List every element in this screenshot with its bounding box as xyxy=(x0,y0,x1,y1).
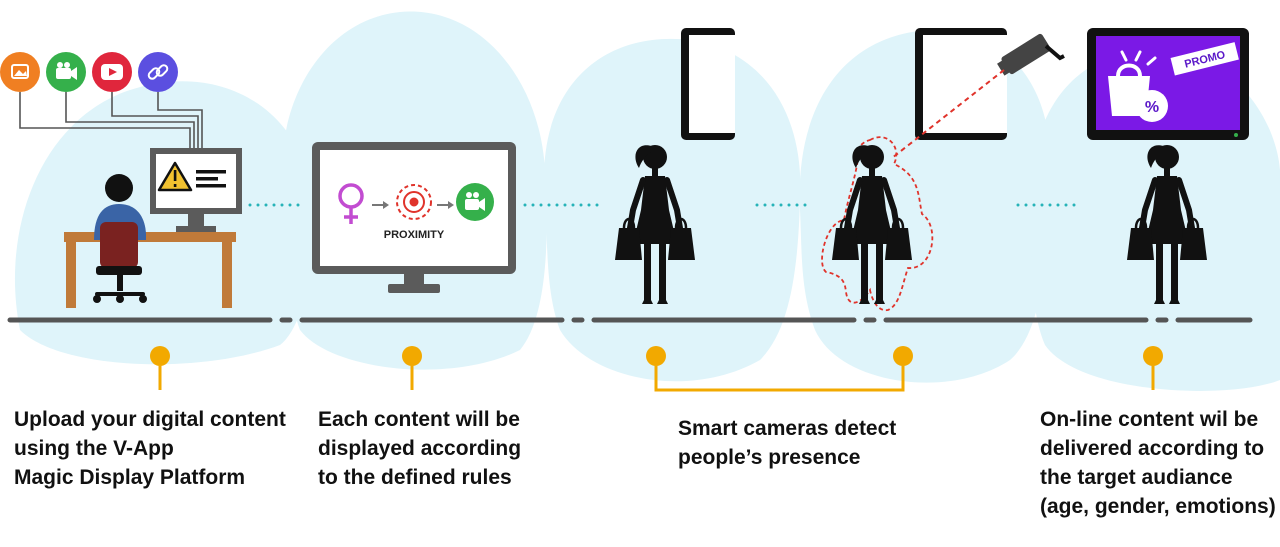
caption-line: On-line content wil be xyxy=(1040,408,1259,431)
person-at-desk xyxy=(93,174,147,303)
arrow-icon xyxy=(437,201,454,209)
step-3-caption: Smart cameras detect people’s presence xyxy=(678,414,896,472)
step-2-caption: Each content will be displayed according… xyxy=(318,405,521,492)
sparkle-lines xyxy=(1120,50,1157,66)
caption-line: the target audiance xyxy=(1040,466,1233,489)
step-1-caption: Upload your digital content using the V-… xyxy=(14,405,286,492)
caption-line: people’s presence xyxy=(678,446,861,469)
caption-line: (age, gender, emotions) xyxy=(1040,495,1276,518)
marker-step-2 xyxy=(402,346,422,390)
image-icon xyxy=(0,52,40,92)
video-camera-icon xyxy=(456,183,494,221)
step-presence-illustration xyxy=(615,28,735,304)
caption-line: Each content will be xyxy=(318,408,520,431)
caption-line: Magic Display Platform xyxy=(14,466,246,489)
detection-outline xyxy=(821,136,934,312)
caption-line: using the V-App xyxy=(14,437,174,460)
discount-badge-icon: % xyxy=(1136,90,1168,122)
upload-connector-lines xyxy=(19,92,203,148)
warning-icon xyxy=(157,161,193,192)
display-screen-off xyxy=(681,28,735,140)
step-detection-illustration xyxy=(821,28,1065,312)
desk xyxy=(64,232,236,308)
step-rules-illustration: PROXIMITY xyxy=(312,142,516,293)
security-camera-icon xyxy=(997,33,1065,76)
marker-step-3-bracket xyxy=(646,346,913,392)
proximity-label: PROXIMITY xyxy=(384,229,445,241)
arrow-icon xyxy=(372,201,389,209)
desktop-monitor xyxy=(150,148,242,232)
female-symbol-icon xyxy=(338,183,364,224)
promo-display: % PROMO xyxy=(1087,28,1249,140)
proximity-target-icon xyxy=(396,184,432,220)
step-upload-illustration xyxy=(0,52,242,308)
step-4-caption: On-line content wil be delivered accordi… xyxy=(1040,405,1276,521)
link-icon xyxy=(138,52,178,92)
camera-detection-beam xyxy=(891,69,1005,159)
youtube-icon xyxy=(92,52,132,92)
marker-step-1 xyxy=(150,346,170,390)
caption-line: to the defined rules xyxy=(318,466,512,489)
caption-line: delivered according to xyxy=(1040,437,1265,460)
video-camera-icon xyxy=(46,52,86,92)
step-markers xyxy=(150,346,1163,392)
svg-text:%: % xyxy=(1145,99,1159,116)
caption-line: displayed according xyxy=(318,437,522,460)
caption-line: Upload your digital content xyxy=(14,408,286,431)
display-screen-off xyxy=(915,28,1007,140)
content-type-icons xyxy=(0,52,178,92)
promo-ribbon: PROMO xyxy=(1170,42,1239,76)
caption-line: Smart cameras detect xyxy=(678,417,897,440)
blob-3 xyxy=(543,38,801,382)
text-lines-icon xyxy=(196,170,226,188)
marker-step-4 xyxy=(1143,346,1163,390)
step-delivery-illustration: % PROMO xyxy=(1087,28,1249,304)
